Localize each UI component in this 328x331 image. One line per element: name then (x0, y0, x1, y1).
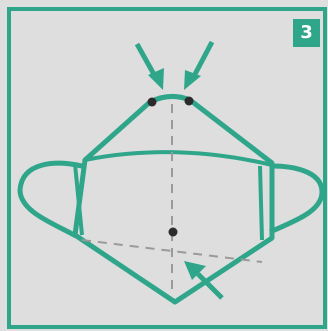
nose-left-dot (148, 98, 157, 107)
center-dot (169, 228, 178, 237)
mask-outline (75, 96, 272, 302)
right-side-seam (260, 166, 262, 240)
left-ear-loop (20, 163, 82, 236)
right-ear-loop (270, 166, 322, 232)
step-number-badge: 3 (293, 19, 320, 47)
arrow-down-right-icon (137, 44, 164, 90)
arrow-down-left-icon (184, 42, 212, 90)
nose-right-dot (185, 97, 194, 106)
mask-pleat-top (85, 152, 272, 165)
